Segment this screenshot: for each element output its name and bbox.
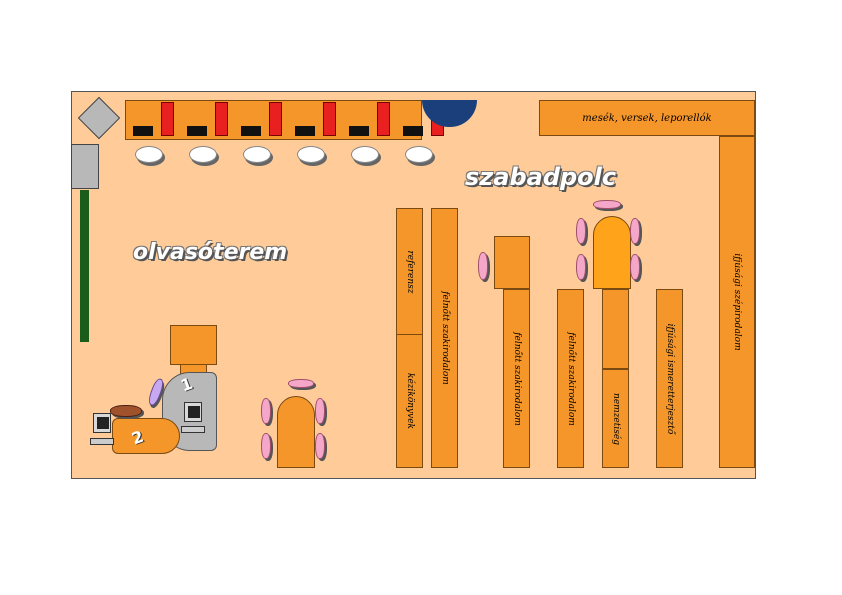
- pc-desk-1: [184, 402, 202, 422]
- computer-tower-2: [215, 102, 228, 136]
- computer-tower-4: [323, 102, 336, 136]
- monitor-3: [241, 126, 261, 136]
- shelf-adult-nonfiction-3-label: felnőtt szakirodalom: [565, 331, 576, 426]
- computer-tower-3: [269, 102, 282, 136]
- green-wall: [80, 190, 89, 342]
- chair-oval-reading-5: [315, 433, 325, 459]
- chair-desk-2: [110, 405, 142, 417]
- keyboard-desk-2: [90, 438, 114, 445]
- chair-computer-6: [405, 146, 433, 163]
- monitor-5: [349, 126, 369, 136]
- oval-table-reading: [277, 396, 315, 468]
- chair-computer-1: [135, 146, 163, 163]
- shelf-manuals: kézikönyvek: [396, 334, 423, 468]
- chair-oval-reading-1: [288, 379, 314, 388]
- shelf-adult-nonfiction-3: felnőtt szakirodalom: [557, 289, 584, 468]
- chair-oval-reading-2: [261, 398, 271, 424]
- shelf-tales-label: mesék, versek, leporellók: [582, 112, 712, 124]
- monitor-6: [403, 126, 423, 136]
- small-table: [494, 236, 530, 289]
- computer-tower-5: [377, 102, 390, 136]
- shelf-reference-label: referensz: [404, 249, 415, 294]
- monitor-2: [187, 126, 207, 136]
- monitor-1: [133, 126, 153, 136]
- shelf-adult-nonfiction-1-label: felnőtt szakirodalom: [439, 291, 450, 385]
- shelf-youth-fiction: ifjúsági szépirodalom: [719, 136, 755, 468]
- open-shelf-label: szabadpolc: [465, 163, 617, 191]
- monitor-4: [295, 126, 315, 136]
- desk-2: [112, 418, 180, 454]
- reading-room-label: olvasóterem: [133, 240, 288, 265]
- service-desk-top: [170, 325, 217, 365]
- shelf-youth-nonfiction-label: ifjúsági ismeretterjesztő: [664, 323, 675, 434]
- chair-computer-4: [297, 146, 325, 163]
- shelf-youth-fiction-label: ifjúsági szépirodalom: [732, 253, 742, 351]
- pc-desk-2: [93, 413, 111, 433]
- computer-tower-1: [161, 102, 174, 136]
- chair-computer-2: [189, 146, 217, 163]
- chair-oval-top-3: [576, 254, 586, 280]
- shelf-manuals-label: kézikönyvek: [404, 372, 415, 430]
- shelf-adult-nonfiction-2: felnőtt szakirodalom: [503, 289, 530, 468]
- keyboard-desk-1: [181, 426, 205, 433]
- chair-oval-top-2: [576, 218, 586, 244]
- chair-oval-reading-3: [261, 433, 271, 459]
- oval-table-top: [593, 216, 631, 289]
- shelf-youth-nonfiction: ifjúsági ismeretterjesztő: [656, 289, 683, 468]
- chair-computer-3: [243, 146, 271, 163]
- chair-computer-5: [351, 146, 379, 163]
- chair-oval-top-5: [630, 254, 640, 280]
- shelf-nationality-top: [602, 289, 629, 369]
- chair-small-table: [478, 252, 488, 280]
- shelf-adult-nonfiction-1: felnőtt szakirodalom: [431, 208, 458, 468]
- shelf-reference: referensz: [396, 208, 423, 335]
- shelf-tales: mesék, versek, leporellók: [539, 100, 755, 136]
- chair-oval-reading-4: [315, 398, 325, 424]
- chair-oval-top-1: [593, 200, 621, 209]
- shelf-nationality-label: nemzetiség: [610, 392, 621, 445]
- shelf-adult-nonfiction-2-label: felnőtt szakirodalom: [511, 331, 522, 426]
- chair-oval-top-4: [630, 218, 640, 244]
- shelf-nationality: nemzetiség: [602, 369, 629, 468]
- wall-cabinet: [71, 144, 99, 189]
